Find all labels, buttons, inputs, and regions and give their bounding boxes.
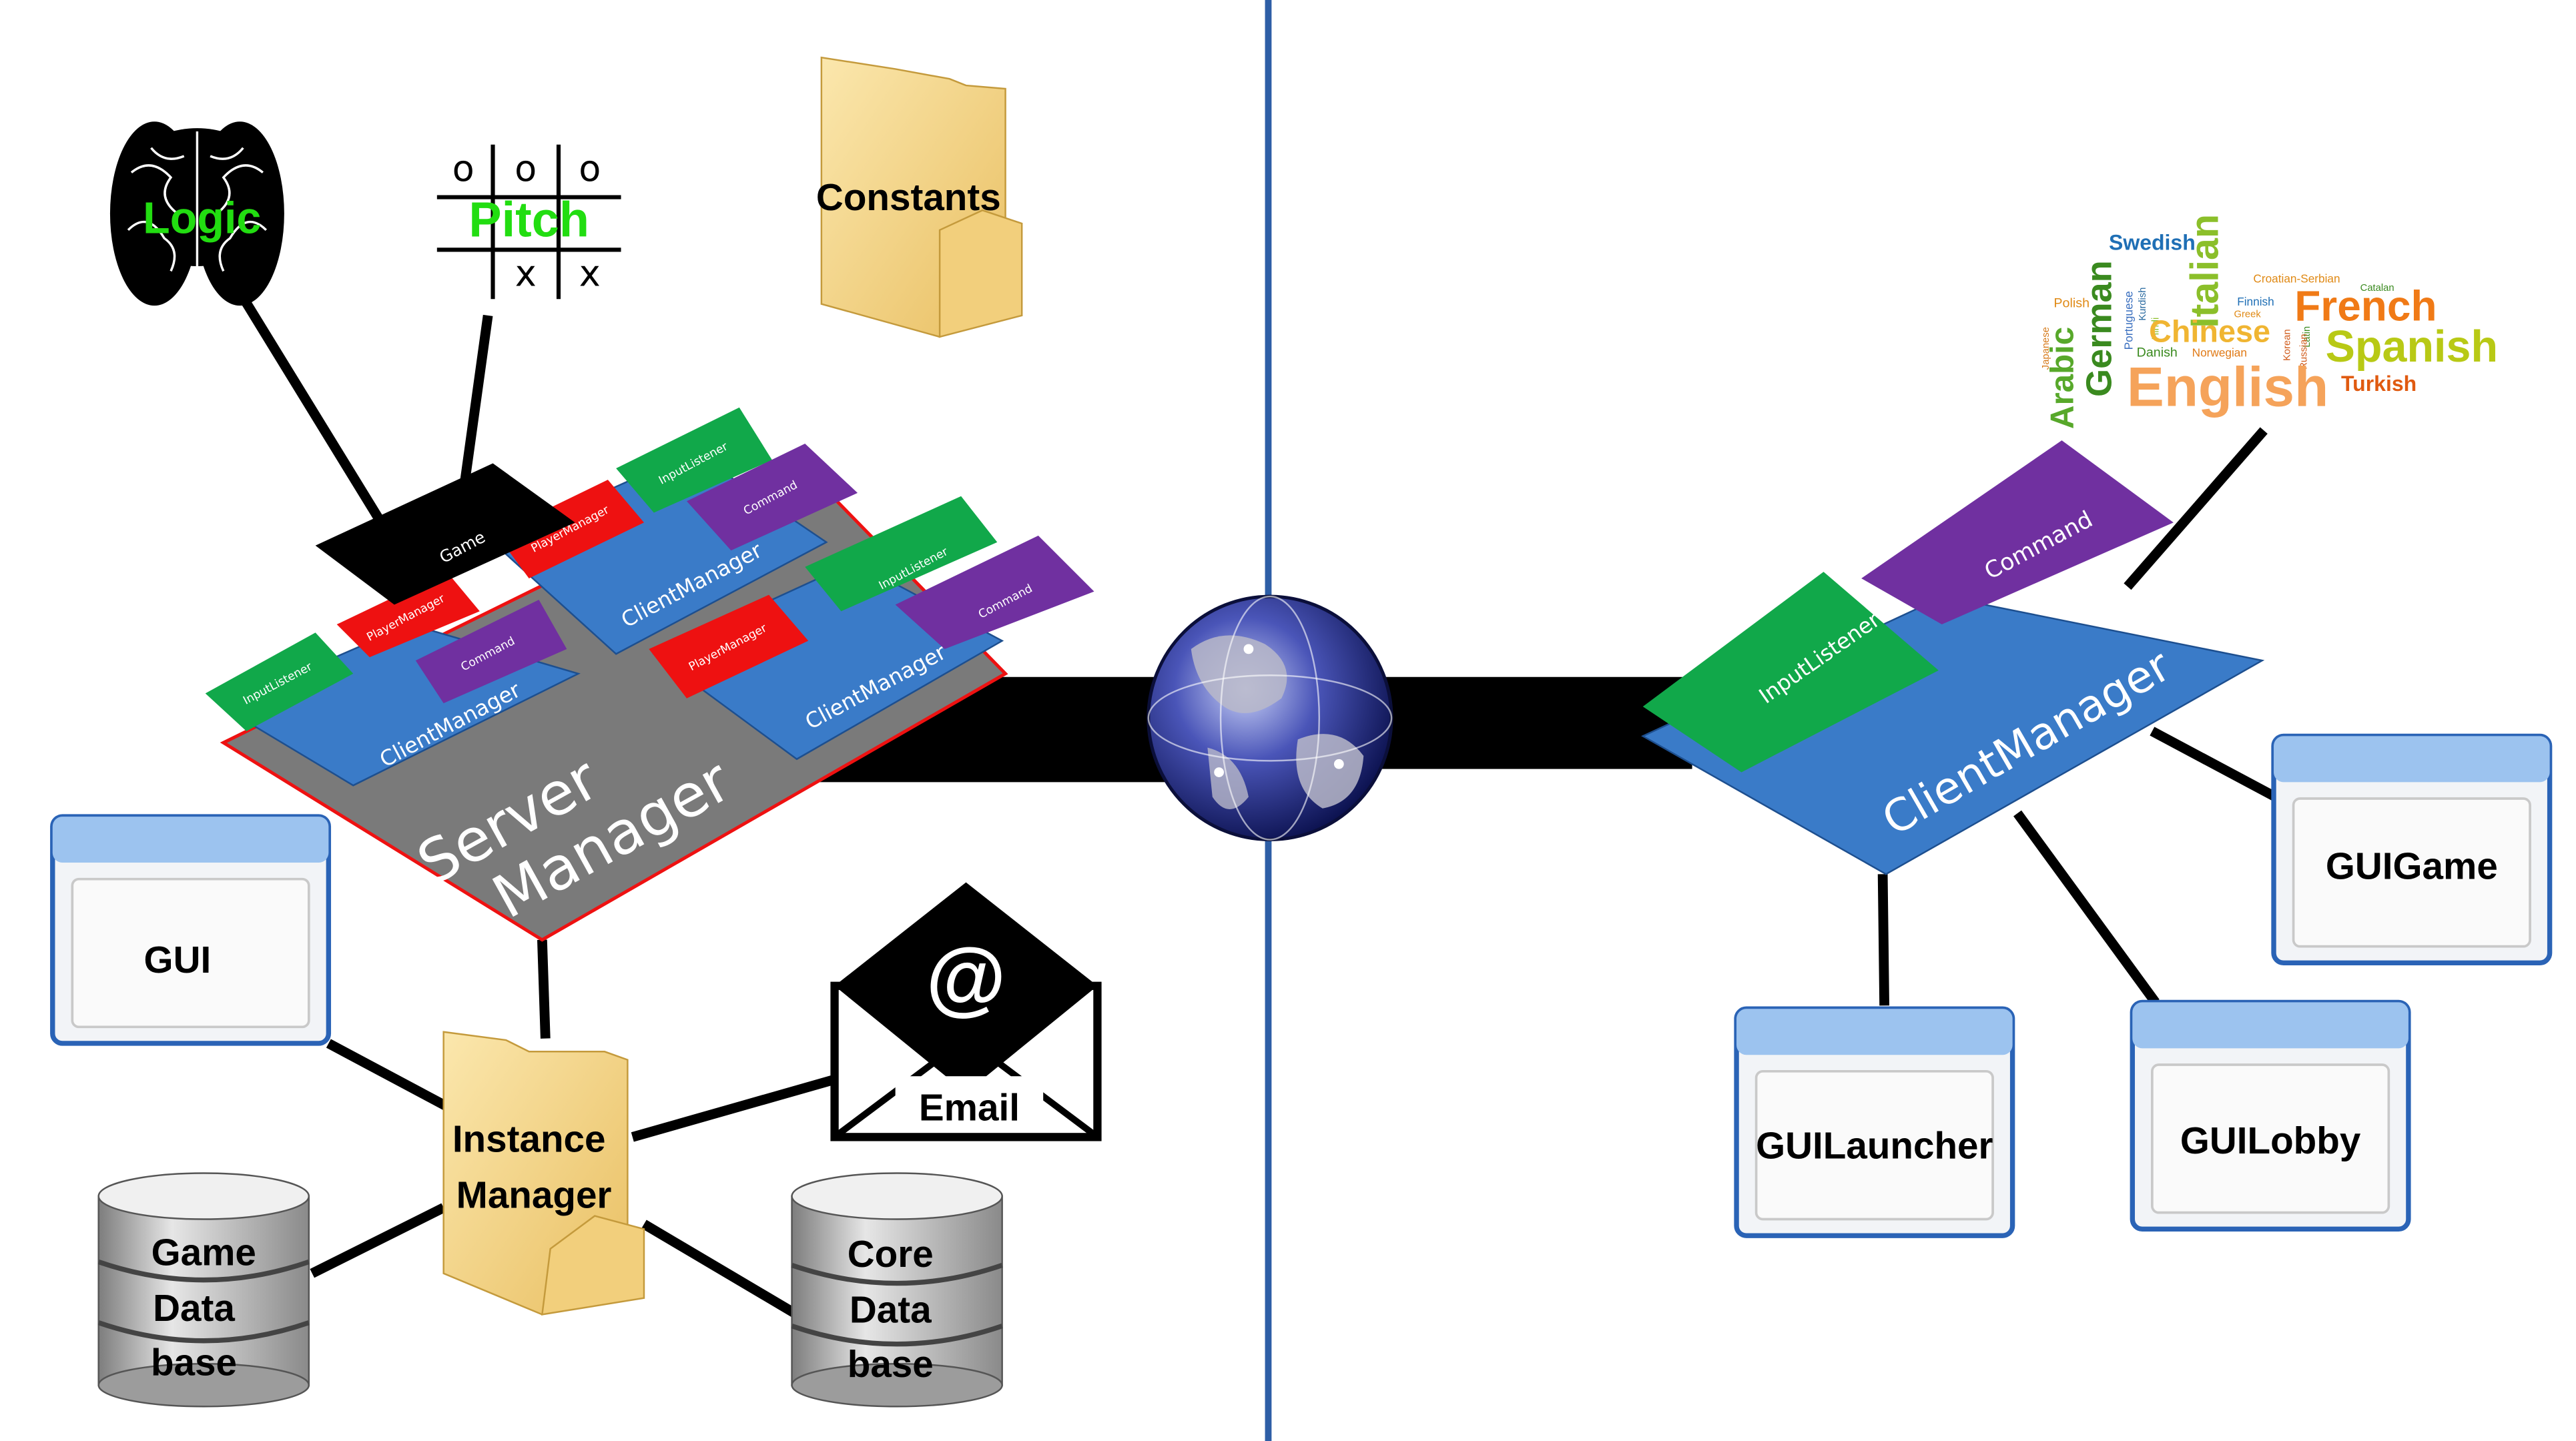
gui-lobby-label: GUILobby bbox=[2180, 1120, 2361, 1162]
core-db-line3: base bbox=[848, 1344, 934, 1386]
command-box bbox=[687, 443, 858, 551]
player-manager-box bbox=[336, 572, 480, 658]
instance-manager-folder-icon bbox=[442, 1031, 645, 1316]
pitch-mark: x bbox=[579, 253, 601, 295]
language-word: Japanese bbox=[2041, 327, 2051, 370]
language-word: English bbox=[2127, 355, 2328, 418]
command-box bbox=[1861, 440, 2174, 624]
gui-window-icon bbox=[50, 814, 332, 1046]
instance-manager-label-line1: Instance bbox=[452, 1119, 606, 1161]
language-word: Arabic bbox=[2044, 327, 2081, 429]
pitch-mark: x bbox=[515, 253, 537, 295]
language-word: Spanish bbox=[2326, 322, 2498, 372]
input-listener-box bbox=[205, 632, 354, 732]
server-connectors bbox=[218, 260, 836, 1319]
gui-label: GUI bbox=[144, 939, 212, 981]
constants-folder-icon bbox=[820, 56, 1023, 338]
command-box bbox=[415, 599, 567, 704]
gui-game-window-icon bbox=[2271, 733, 2553, 965]
pitch-label: Pitch bbox=[468, 192, 589, 248]
language-word: Kurdish bbox=[2138, 288, 2148, 321]
language-word: Greek bbox=[2234, 309, 2262, 320]
input-listener-box bbox=[805, 496, 998, 612]
language-word: Portuguese bbox=[2122, 291, 2135, 350]
player-manager-box bbox=[496, 480, 644, 578]
game-db-line3: base bbox=[151, 1342, 237, 1384]
instance-manager-label-line2: Manager bbox=[456, 1174, 612, 1216]
input-listener-box bbox=[1642, 572, 1939, 773]
language-word: Russian bbox=[2298, 334, 2309, 369]
language-word: Swedish bbox=[2109, 230, 2196, 254]
language-word: Croatian-Serbian bbox=[2253, 272, 2340, 286]
network-link-client bbox=[1363, 676, 1692, 769]
logic-label: Logic bbox=[143, 194, 261, 244]
game-db-line1: Game bbox=[151, 1232, 256, 1274]
language-word: Turkish bbox=[2341, 372, 2417, 396]
gui-lobby-window-icon bbox=[2130, 999, 2411, 1232]
tic-tac-toe-icon bbox=[436, 144, 621, 300]
language-word: Norwegian bbox=[2192, 346, 2247, 359]
language-word: Hindi bbox=[2151, 318, 2162, 340]
language-word: Italian bbox=[2182, 214, 2226, 328]
language-word: Korean bbox=[2282, 329, 2293, 361]
language-word: French bbox=[2294, 282, 2437, 330]
gui-launcher-window-icon bbox=[1734, 1006, 2015, 1238]
game-box bbox=[315, 463, 575, 605]
core-database-icon bbox=[791, 1172, 1003, 1408]
email-at-symbol: @ bbox=[926, 932, 1006, 1023]
client-connectors bbox=[1877, 427, 2278, 1006]
gui-game-label: GUIGame bbox=[2326, 846, 2498, 888]
gui-launcher-label: GUILauncher bbox=[1756, 1125, 1993, 1167]
email-label: Email bbox=[919, 1087, 1020, 1129]
pitch-mark: o bbox=[579, 147, 601, 189]
envelope-icon bbox=[830, 882, 1102, 1141]
player-manager-box bbox=[649, 594, 809, 698]
language-word: Polish bbox=[2053, 296, 2089, 311]
core-db-line1: Core bbox=[848, 1234, 934, 1276]
language-word: Latin bbox=[2302, 326, 2312, 348]
pitch-mark: o bbox=[452, 147, 474, 189]
language-word: Danish bbox=[2137, 345, 2178, 360]
game-database-icon bbox=[97, 1172, 310, 1408]
brain-icon bbox=[109, 121, 284, 306]
constants-label: Constants bbox=[816, 177, 1001, 219]
input-listener-box bbox=[616, 407, 773, 513]
language-word: Chinese bbox=[2149, 314, 2270, 348]
language-word: Finnish bbox=[2237, 295, 2274, 308]
globe-icon bbox=[1147, 594, 1393, 842]
language-word: Catalan bbox=[2360, 283, 2394, 294]
game-db-line2: Data bbox=[153, 1288, 235, 1330]
pitch-mark: o bbox=[515, 147, 537, 189]
language-word: German bbox=[2079, 260, 2119, 397]
core-db-line2: Data bbox=[850, 1290, 932, 1332]
command-box bbox=[895, 535, 1094, 649]
